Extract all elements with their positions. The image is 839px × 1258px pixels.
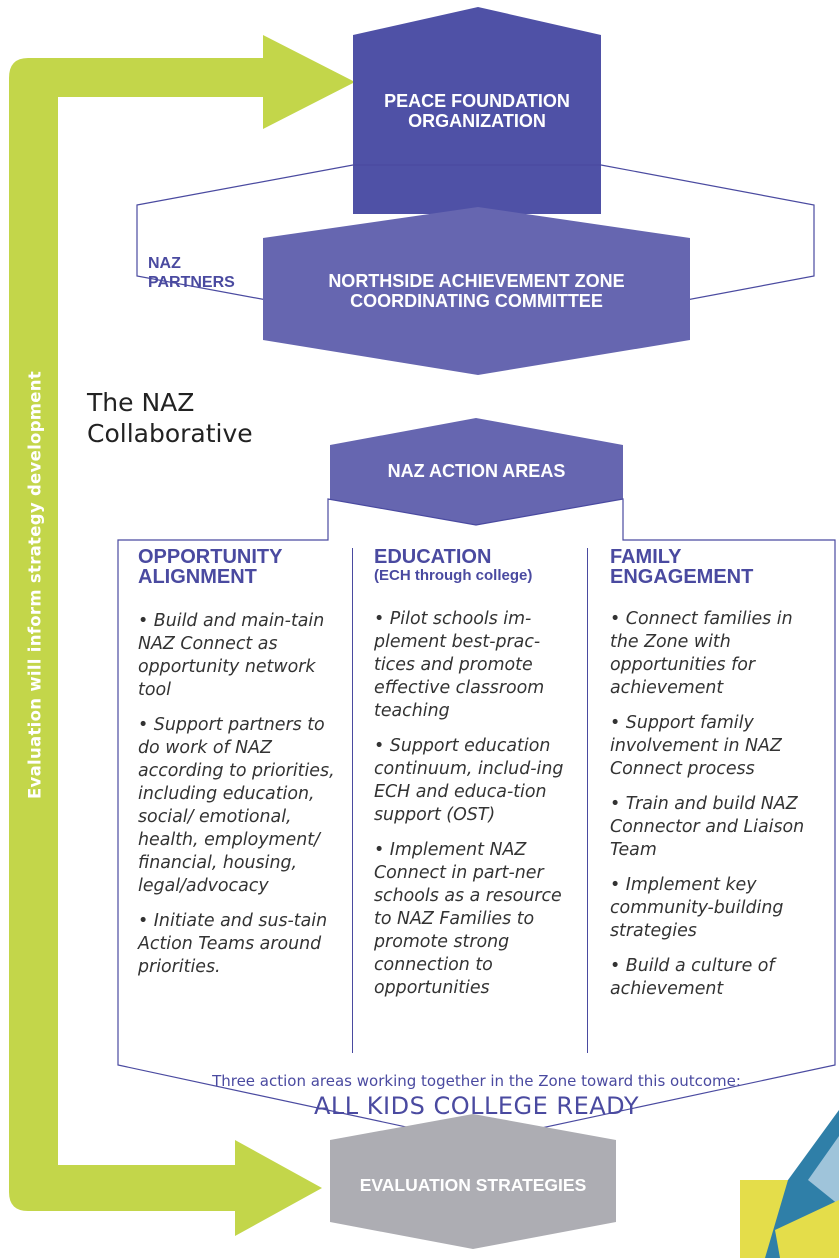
list-item: Support partners to do work of NAZ accor… [138,714,338,898]
action-areas-shape [330,418,623,525]
peace-foundation-line2: ORGANIZATION [408,111,546,132]
committee-line2: COORDINATING COMMITTEE [350,291,603,312]
committee-title: NORTHSIDE ACHIEVEMENT ZONE COORDINATING … [263,271,690,311]
column-opportunity-title: OPPORTUNITY ALIGNMENT [138,546,283,588]
feedback-arrow [9,35,355,1236]
committee-shape [263,207,690,375]
evaluation-title: EVALUATION STRATEGIES [359,1175,587,1195]
list-item: Connect families in the Zone with opport… [610,608,820,700]
column-family-title: FAMILY ENGAGEMENT [610,546,754,588]
collaborative-line2: Collaborative [87,418,253,448]
column-family-title-line2: ENGAGEMENT [610,565,754,588]
action-areas-outline [117,498,836,1143]
list-item: Support education continuum, includ-ing … [374,735,580,827]
column-education-title-line1: EDUCATION [374,546,492,568]
list-item: Implement key community-building strateg… [610,874,820,943]
naz-partners-line1: NAZ [148,255,181,272]
column-divider [352,548,353,1053]
column-family-title-line1: FAMILY [610,546,682,568]
collaborative-heading: The NAZ Collaborative [87,388,253,449]
outcome-intro: Three action areas working together in t… [212,1072,741,1090]
peace-foundation-title: PEACE FOUNDATION ORGANIZATION [353,91,601,131]
corner-logo [740,1110,839,1258]
loop-label-text: Evaluation will inform strategy developm… [25,370,45,800]
action-areas-title: NAZ ACTION AREAS [387,461,566,481]
list-item: Pilot schools im-plement best-prac-tices… [374,608,580,723]
naz-partners-line2: PARTNERS [148,274,235,292]
partners-outline [136,164,815,317]
column-divider [587,548,588,1053]
list-item: Support family involvement in NAZ Connec… [610,712,820,781]
list-item: Build a culture of achievement [610,955,820,1001]
evaluation-shape [330,1114,616,1249]
column-opportunity-list: Build and main-tain NAZ Connect as oppor… [138,610,338,991]
collaborative-line1: The NAZ [87,388,195,417]
committee-line1: NORTHSIDE ACHIEVEMENT ZONE [328,271,625,291]
outcome-title: ALL KIDS COLLEGE READY [314,1092,639,1120]
peace-foundation-shape [353,7,601,214]
column-education-list: Pilot schools im-plement best-prac-tices… [374,608,580,1012]
list-item: Build and main-tain NAZ Connect as oppor… [138,610,338,702]
column-education-title: EDUCATION (ECH through college) [374,546,533,584]
column-education-subtitle: (ECH through college) [374,566,533,584]
list-item: Train and build NAZ Connector and Liaiso… [610,793,820,862]
column-opportunity-title-line1: OPPORTUNITY [138,546,283,568]
column-family-list: Connect families in the Zone with opport… [610,608,820,1013]
list-item: Initiate and sus-tain Action Teams aroun… [138,910,338,979]
list-item: Implement NAZ Connect in part-ner school… [374,839,580,1000]
peace-foundation-line1: PEACE FOUNDATION [384,91,570,111]
naz-partners-label: NAZ PARTNERS [148,254,235,292]
column-opportunity-title-line2: ALIGNMENT [138,565,257,588]
